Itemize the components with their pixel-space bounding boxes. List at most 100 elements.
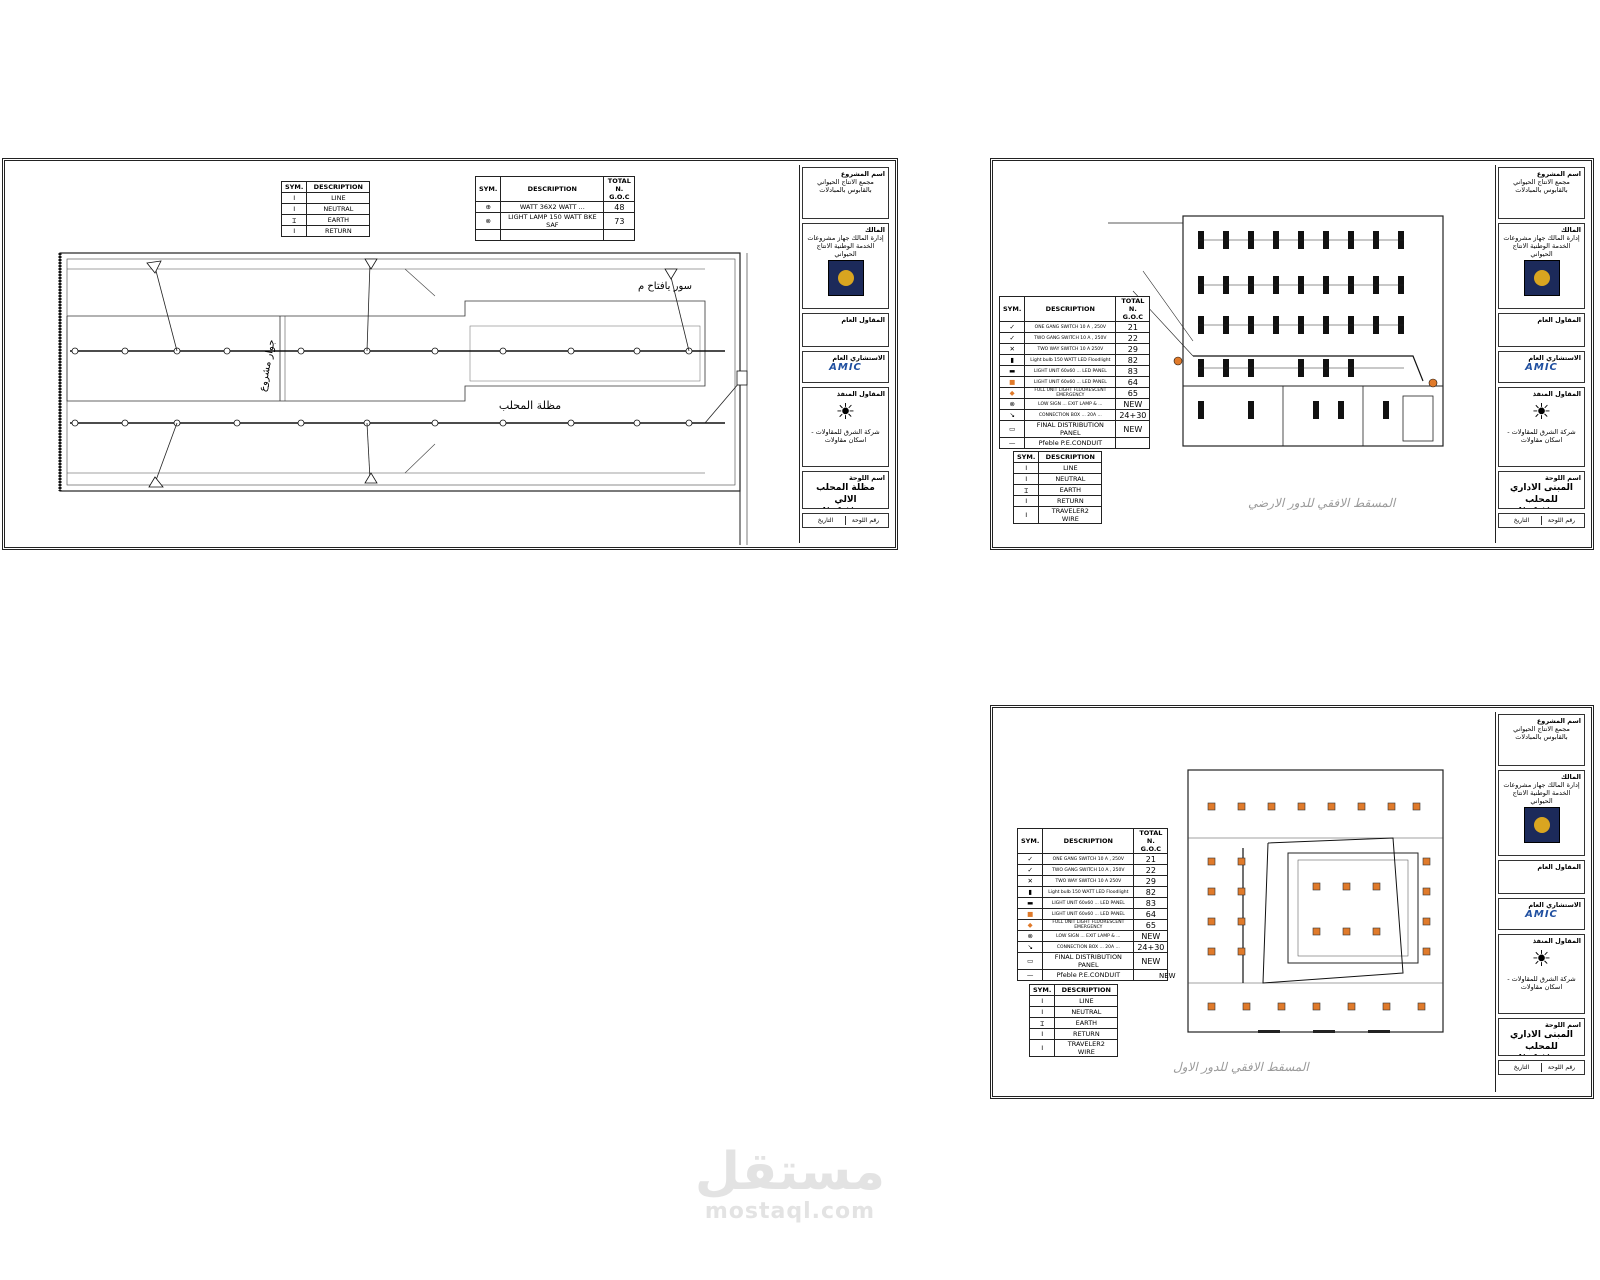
legend-desc: LIGHT UNIT 60x60 ... LED PANEL <box>1024 376 1117 388</box>
first-floor-plan <box>1187 769 1444 1033</box>
designer-label: المقاول العام <box>1537 863 1581 871</box>
legend-desc: ONE GANG SWITCH 10 A , 250V <box>1042 853 1135 865</box>
legend-row: ⊗LOW SIGN ... EXIT LAMP & ...NEW <box>1016 930 1169 942</box>
watermark-arabic: مستقل <box>694 1142 886 1202</box>
legend-count: 64 <box>1115 376 1151 388</box>
drawing-label: اسم اللوحة <box>848 474 885 482</box>
legend-count: 29 <box>1133 875 1169 887</box>
legend-header-total: TOTAL N. G.O.C <box>1115 296 1151 322</box>
ground-floor-caption: المسقط الافقي للدور الارضي <box>1248 496 1396 510</box>
legend-count: 29 <box>1115 343 1151 355</box>
legend-header-sym: SYM. <box>474 176 502 202</box>
legend-row: ↘CONNECTION BOX ... 20A ...24+30 <box>998 409 1151 421</box>
owner-label: المالك <box>1561 773 1581 781</box>
legend-header-total: TOTAL N. G.O.C <box>603 176 636 202</box>
legend-row: —Pfeble P.E.CONDUIT <box>998 437 1151 449</box>
contractor-name: شركة الشرق للمقاولات - اسكان مقاولات <box>1507 428 1576 444</box>
legend-count: 22 <box>1115 332 1151 344</box>
amic-logo: AMIC <box>829 362 862 373</box>
sun-logo: ☀ <box>835 400 856 425</box>
owner-label: المالك <box>865 226 885 234</box>
area-label: مظلة المحلب <box>499 399 561 412</box>
owner-emblem-logo <box>1523 807 1560 843</box>
legend-count: 21 <box>1115 321 1151 333</box>
drawing-title: المبنى الاداري للمحلب <box>1509 483 1573 505</box>
legend-desc: Pfeble P.E.CONDUIT <box>1024 437 1117 449</box>
date-label: التاريخ <box>817 517 834 524</box>
legend-desc: LINE <box>1038 462 1103 474</box>
date-label: التاريخ <box>1513 1064 1530 1071</box>
drawing-label: اسم اللوحة <box>1544 474 1581 482</box>
drawing-title-en: lighting <box>1502 1053 1581 1055</box>
consultant-label: الاستشاري العام <box>832 354 885 362</box>
ground-floor-plan <box>1108 215 1444 447</box>
drawing-number-label: رقم اللوحة <box>1541 1063 1581 1072</box>
owner-name: إدارة المالك جهاز مشروعات الخدمة الوطنية… <box>1503 234 1580 258</box>
contractor-name: شركة الشرق للمقاولات - اسكان مقاولات <box>1507 975 1576 991</box>
legend-row <box>474 229 636 241</box>
legend-desc: TWO WAY SWITCH 10 A 250V <box>1042 875 1135 887</box>
drawing-sheet-milking-shed: مظلة المحلب جوار مشروع سور يافتاح م SYM.… <box>2 158 898 550</box>
legend-desc: Pfeble P.E.CONDUIT <box>1042 969 1135 981</box>
legend-desc: EARTH <box>306 214 371 226</box>
project-name: مجمع الانتاج الحيواني بالقابوس بالمبادلا… <box>1513 178 1570 194</box>
owner-emblem-logo <box>1523 260 1560 296</box>
legend-desc: TRAVELER2 WIRE <box>1038 506 1103 524</box>
drawing-footer: رقم اللوحة التاريخ <box>1498 1060 1585 1075</box>
owner-name: إدارة المالك جهاز مشروعات الخدمة الوطنية… <box>1503 781 1580 805</box>
drawing-footer: رقم اللوحة التاريخ <box>1498 513 1585 528</box>
legend-desc: FULL UNIT LIGHT FLUORESCENT EMERGENCY <box>1042 919 1135 931</box>
drawing-title: مظلة المحلب الالي <box>816 483 875 505</box>
legend-desc: LINE <box>306 192 371 204</box>
contractor-label: المقاول المنفذ <box>1532 390 1581 398</box>
contractor-name: شركة الشرق للمقاولات - اسكان مقاولات <box>811 428 880 444</box>
legend-desc: RETURN <box>1054 1028 1119 1040</box>
legend-count: 82 <box>1115 354 1151 366</box>
legend-count: 24+30 <box>1133 941 1169 953</box>
legend-row: —Pfeble P.E.CONDUIT <box>1016 969 1169 981</box>
legend-desc: LIGHT LAMP 150 WATT BKE SAF <box>500 212 605 230</box>
drawing-title-en: lighting <box>806 506 885 508</box>
project-name: مجمع الانتاج الحيواني بالقابوس بالمبادلا… <box>817 178 874 194</box>
legend-header-description: DESCRIPTION <box>1054 984 1119 996</box>
legend-header-description: DESCRIPTION <box>1038 451 1103 463</box>
legend-desc: LOW SIGN ... EXIT LAMP & ... <box>1042 930 1135 942</box>
legend-desc: LIGHT UNIT 60x60 ... LED PANEL <box>1042 908 1135 920</box>
legend-count: 24+30 <box>1115 409 1151 421</box>
legend-desc: FINAL DISTRIBUTION PANEL <box>1042 952 1135 970</box>
owner-name: إدارة المالك جهاز مشروعات الخدمة الوطنية… <box>807 234 884 258</box>
legend-desc: EARTH <box>1038 484 1103 496</box>
legend-header-description: DESCRIPTION <box>1024 296 1117 322</box>
title-block: اسم المشروع مجمع الانتاج الحيواني بالقاب… <box>1495 712 1587 1092</box>
sun-logo: ☀ <box>1531 400 1552 425</box>
drawing-number-label: رقم اللوحة <box>845 516 885 525</box>
legend-row: ↘CONNECTION BOX ... 20A ...24+30 <box>1016 941 1169 953</box>
project-label: اسم المشروع <box>840 170 885 178</box>
legend-extra-note: NEW <box>1159 972 1176 980</box>
legend-desc: TRAVELER2 WIRE <box>1054 1039 1119 1057</box>
drawing-number-label: رقم اللوحة <box>1541 516 1581 525</box>
